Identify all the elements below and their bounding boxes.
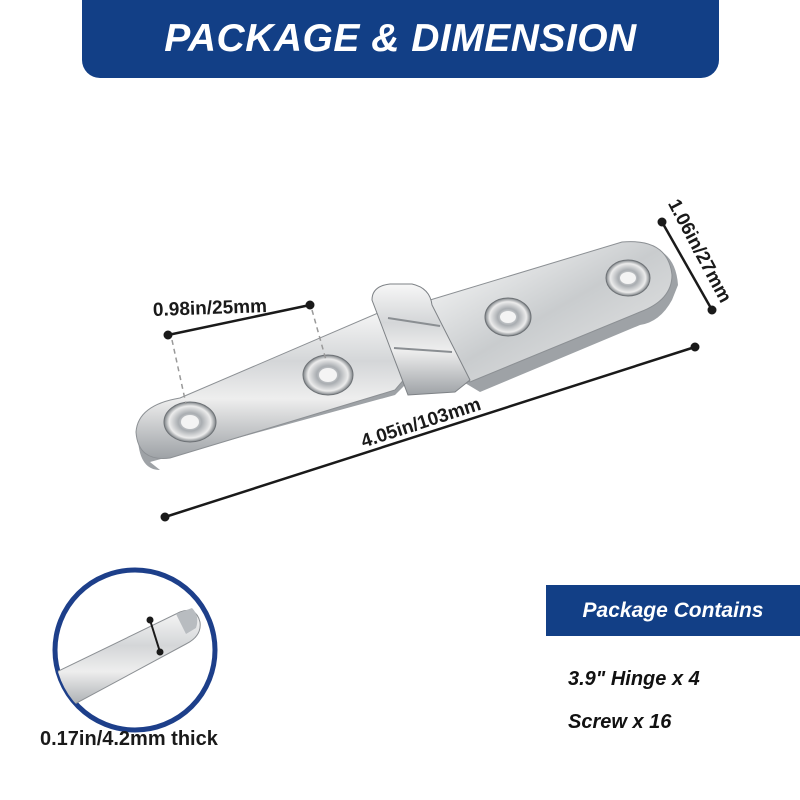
header-banner: PACKAGE & DIMENSION: [82, 0, 719, 78]
hole-spacing-dimension: [163, 300, 327, 405]
thickness-label: 0.17in/4.2mm thick: [40, 728, 218, 750]
package-item-screw: Screw x 16: [568, 711, 672, 733]
width-dimension: [657, 217, 717, 315]
page-title: PACKAGE & DIMENSION: [164, 17, 637, 60]
hole-spacing-label: 0.98in/25mm: [152, 296, 268, 321]
hinge-icon: [135, 241, 678, 470]
package-item-hinge: 3.9" Hinge x 4: [568, 668, 700, 690]
length-dimension: [160, 342, 700, 522]
package-contains-title: Package Contains: [582, 598, 764, 622]
thickness-detail: [52, 567, 218, 733]
package-contains-badge: Package Contains: [546, 585, 800, 636]
